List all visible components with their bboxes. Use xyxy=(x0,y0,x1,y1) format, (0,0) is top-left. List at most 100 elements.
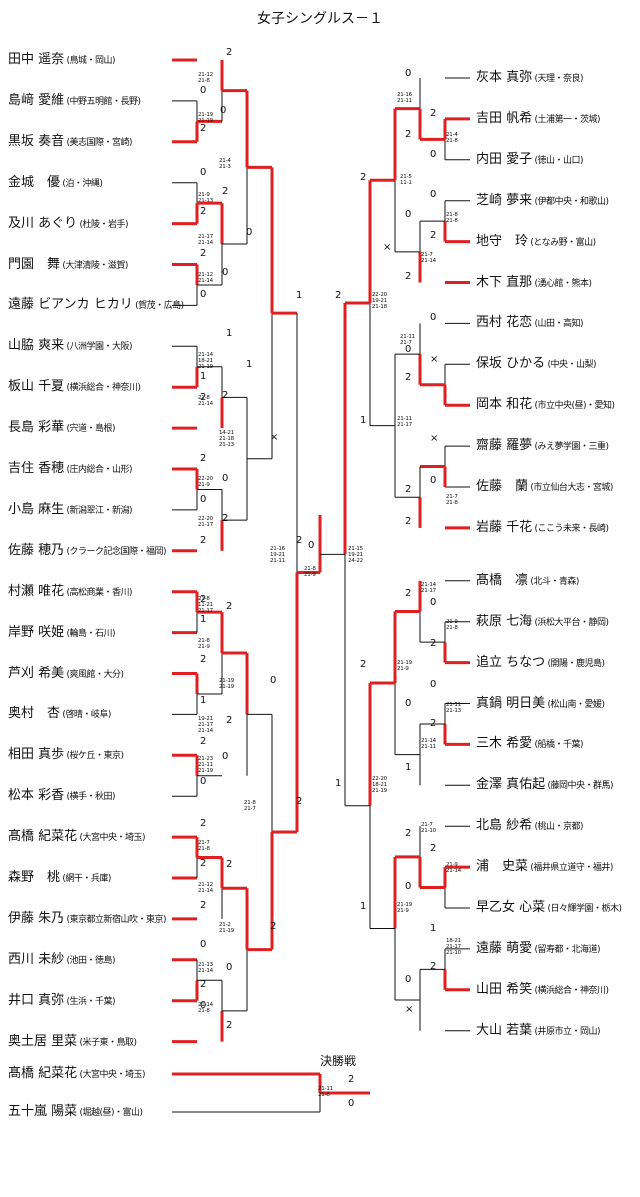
player-team: (井原市立・岡山) xyxy=(532,1026,601,1037)
player-name: 金城 優 xyxy=(8,174,61,190)
player-entry: 髙橋 凛 (北斗・青森) xyxy=(476,573,579,590)
score-number: 2 xyxy=(296,535,303,546)
score-number: 2 xyxy=(405,129,412,140)
score-number: 0 xyxy=(200,939,207,950)
player-name: 吉住 香穂 xyxy=(8,461,65,476)
set-score: 21-2 21-19 xyxy=(219,922,234,934)
player-entry: 山脇 爽来 (八洲学園・大阪) xyxy=(8,338,133,355)
set-score: 21-11 21-13 xyxy=(446,702,461,714)
set-score: 21-11 21-7 xyxy=(400,334,415,346)
player-name: 西村 花恋 xyxy=(476,315,533,331)
player-entry: 伊藤 朱乃 (東京都立新宿山吹・東京) xyxy=(8,911,167,928)
score-number: 1 xyxy=(200,695,207,706)
score-number: 2 xyxy=(222,513,229,524)
set-score: 22-20 18-21 21-19 xyxy=(372,776,387,794)
score-number: 2 xyxy=(200,392,207,403)
player-name: 西川 未紗 xyxy=(8,951,65,967)
player-name: 芦刈 希美 xyxy=(8,665,65,681)
player-team: (松山南・愛媛) xyxy=(545,699,606,710)
player-entry: 西村 花恋 (山田・高知) xyxy=(476,315,584,332)
set-score: 18-21 21-17 21-10 xyxy=(446,938,461,956)
player-entry: 岡本 和花 (市立中央(昼)・愛知) xyxy=(476,397,615,414)
player-team: (ここう未来・長崎) xyxy=(532,523,610,534)
player-entry: 保坂 ひかる (中央・山梨) xyxy=(476,356,597,373)
score-number: 2 xyxy=(226,47,233,58)
score-number: 0 xyxy=(430,679,437,690)
score-number: 0 xyxy=(222,267,229,278)
player-team: (池田・徳島) xyxy=(64,955,116,966)
score-number: 2 xyxy=(360,659,367,670)
set-score: 21-13 21-14 xyxy=(198,962,213,974)
page-title: 女子シングルス－１ xyxy=(257,11,383,27)
set-score: 21-12 21-14 xyxy=(198,882,213,894)
set-score: 21-9 21-13 xyxy=(198,192,213,204)
player-team: (藤岡中央・群馬) xyxy=(545,781,614,792)
score-number: 2 xyxy=(430,230,437,241)
score-number: 1 xyxy=(246,359,253,370)
score-number: 0 xyxy=(430,597,437,608)
player-name: 岩藤 千花 xyxy=(476,519,533,535)
score-number: 0 xyxy=(222,473,229,484)
player-entry: 内田 愛子 (徳山・山口) xyxy=(476,152,584,169)
set-score: 21-12 21-8 xyxy=(198,72,213,84)
player-team: (東京都立新宿山吹・東京) xyxy=(64,914,167,925)
player-name: 板山 千夏 xyxy=(8,379,65,395)
set-score: 21-8 11-21 21-17 xyxy=(198,596,213,614)
set-score: 21-19 21-9 xyxy=(397,902,412,914)
set-score: 21-19 21-9 xyxy=(397,660,412,672)
score-number: 2 xyxy=(200,453,207,464)
set-score: 21-7 21-10 xyxy=(421,822,436,834)
player-name: 長島 彩華 xyxy=(8,420,65,436)
score-number: 2 xyxy=(296,796,303,807)
set-score: 22-20 21-17 xyxy=(198,516,213,528)
player-entry: 岸野 咲姫 (輪島・石川) xyxy=(8,625,116,642)
score-number: 2 xyxy=(430,108,437,119)
player-name: 奥土居 里菜 xyxy=(8,1033,78,1049)
player-entry: 早乙女 心菜 (日々輝学園・栃木) xyxy=(476,900,622,917)
set-score: 21-7 21-14 xyxy=(421,252,436,264)
set-score: 21-9 21-14 xyxy=(446,862,461,874)
set-score: 21-14 21-17 xyxy=(421,582,436,594)
set-score: 21-7 21-8 xyxy=(446,494,458,506)
final-score-top: 2 xyxy=(348,1074,355,1085)
score-number: 2 xyxy=(200,248,207,259)
score-number: 2 xyxy=(405,828,412,839)
player-entry: 佐藤 穂乃 (クラーク記念国際・福岡) xyxy=(8,542,167,560)
player-name: 三木 希愛 xyxy=(476,736,533,752)
player-team: (八洲学園・大阪) xyxy=(64,342,133,353)
set-score: 21-12 21-14 xyxy=(198,272,213,284)
player-team: (クラーク記念国際・福岡) xyxy=(64,546,167,557)
player-entry: 奥村 杏 (啓晴・岐阜) xyxy=(8,706,111,723)
player-name: 井口 真弥 xyxy=(8,992,65,1008)
player-team: (桜ケ丘・東京) xyxy=(64,751,125,762)
player-team: (宍道・島根) xyxy=(64,424,116,435)
score-number: 0 xyxy=(430,149,437,160)
player-team: (みえ夢学園・三重) xyxy=(532,442,610,453)
player-name: 金澤 真佑起 xyxy=(476,777,546,793)
score-number: 0 xyxy=(430,475,437,486)
score-number: 0 xyxy=(200,1000,207,1011)
player-name: 早乙女 心菜 xyxy=(476,900,546,915)
player-name: 佐藤 穂乃 xyxy=(8,542,65,558)
player-name: 森野 桃 xyxy=(8,870,61,885)
score-number: 1 xyxy=(200,614,207,625)
player-entry: 奥土居 里菜 (米子東・鳥取) xyxy=(8,1034,137,1051)
player-entry: 相田 真歩 (桜ケ丘・東京) xyxy=(8,747,124,764)
player-team: (伊都中央・和歌山) xyxy=(532,196,610,207)
score-number: × xyxy=(430,433,439,444)
player-name: 浦 史菜 xyxy=(476,859,529,875)
player-entry: 門園 舞 (大津清陵・滋賀) xyxy=(8,257,128,274)
score-number: 2 xyxy=(270,921,277,932)
player-entry: 小島 麻生 (新潟翠江・新潟) xyxy=(8,502,133,519)
score-number: 2 xyxy=(430,843,437,854)
player-team: (土浦第一・茨城) xyxy=(532,114,601,125)
player-team: (湧心館・熊本) xyxy=(532,278,593,289)
score-number: 2 xyxy=(405,271,412,282)
player-entry: 追立 ちなつ (開陽・鹿児島) xyxy=(476,655,605,672)
score-number: 1 xyxy=(405,762,412,773)
player-team: (横浜総合・神奈川) xyxy=(64,383,142,394)
player-name: 黒坂 奏音 xyxy=(8,133,65,149)
player-team: (啓晴・岐阜) xyxy=(60,710,111,721)
final-label: 決勝戦 xyxy=(320,1054,357,1068)
set-score: 21-8 21-14 xyxy=(198,395,213,407)
